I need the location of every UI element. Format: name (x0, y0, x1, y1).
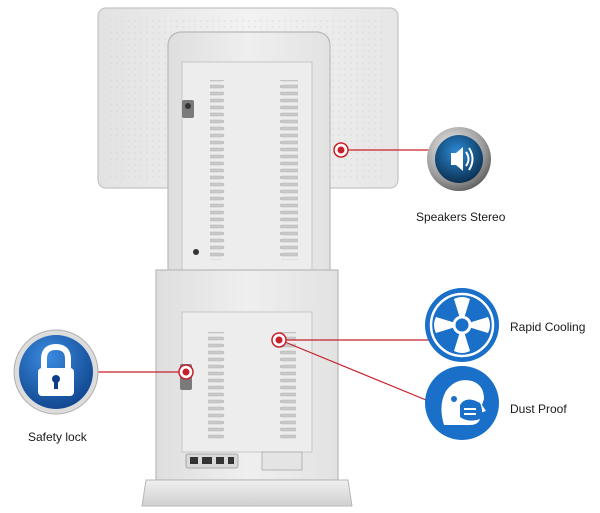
safety-lock-label: Safety lock (28, 430, 87, 444)
dust-mask-icon (424, 365, 500, 441)
rapid-cooling-label: Rapid Cooling (510, 320, 586, 334)
speakers-stereo-label: Speakers Stereo (416, 210, 506, 224)
callout-markers (178, 142, 349, 380)
dust-proof-label: Dust Proof (510, 402, 567, 416)
upper-cabinet (167, 31, 331, 277)
speaker-icon (424, 124, 494, 194)
kiosk-base (141, 479, 353, 507)
callout-lines (86, 149, 436, 401)
padlock-icon (12, 328, 100, 416)
fan-icon (424, 287, 500, 363)
